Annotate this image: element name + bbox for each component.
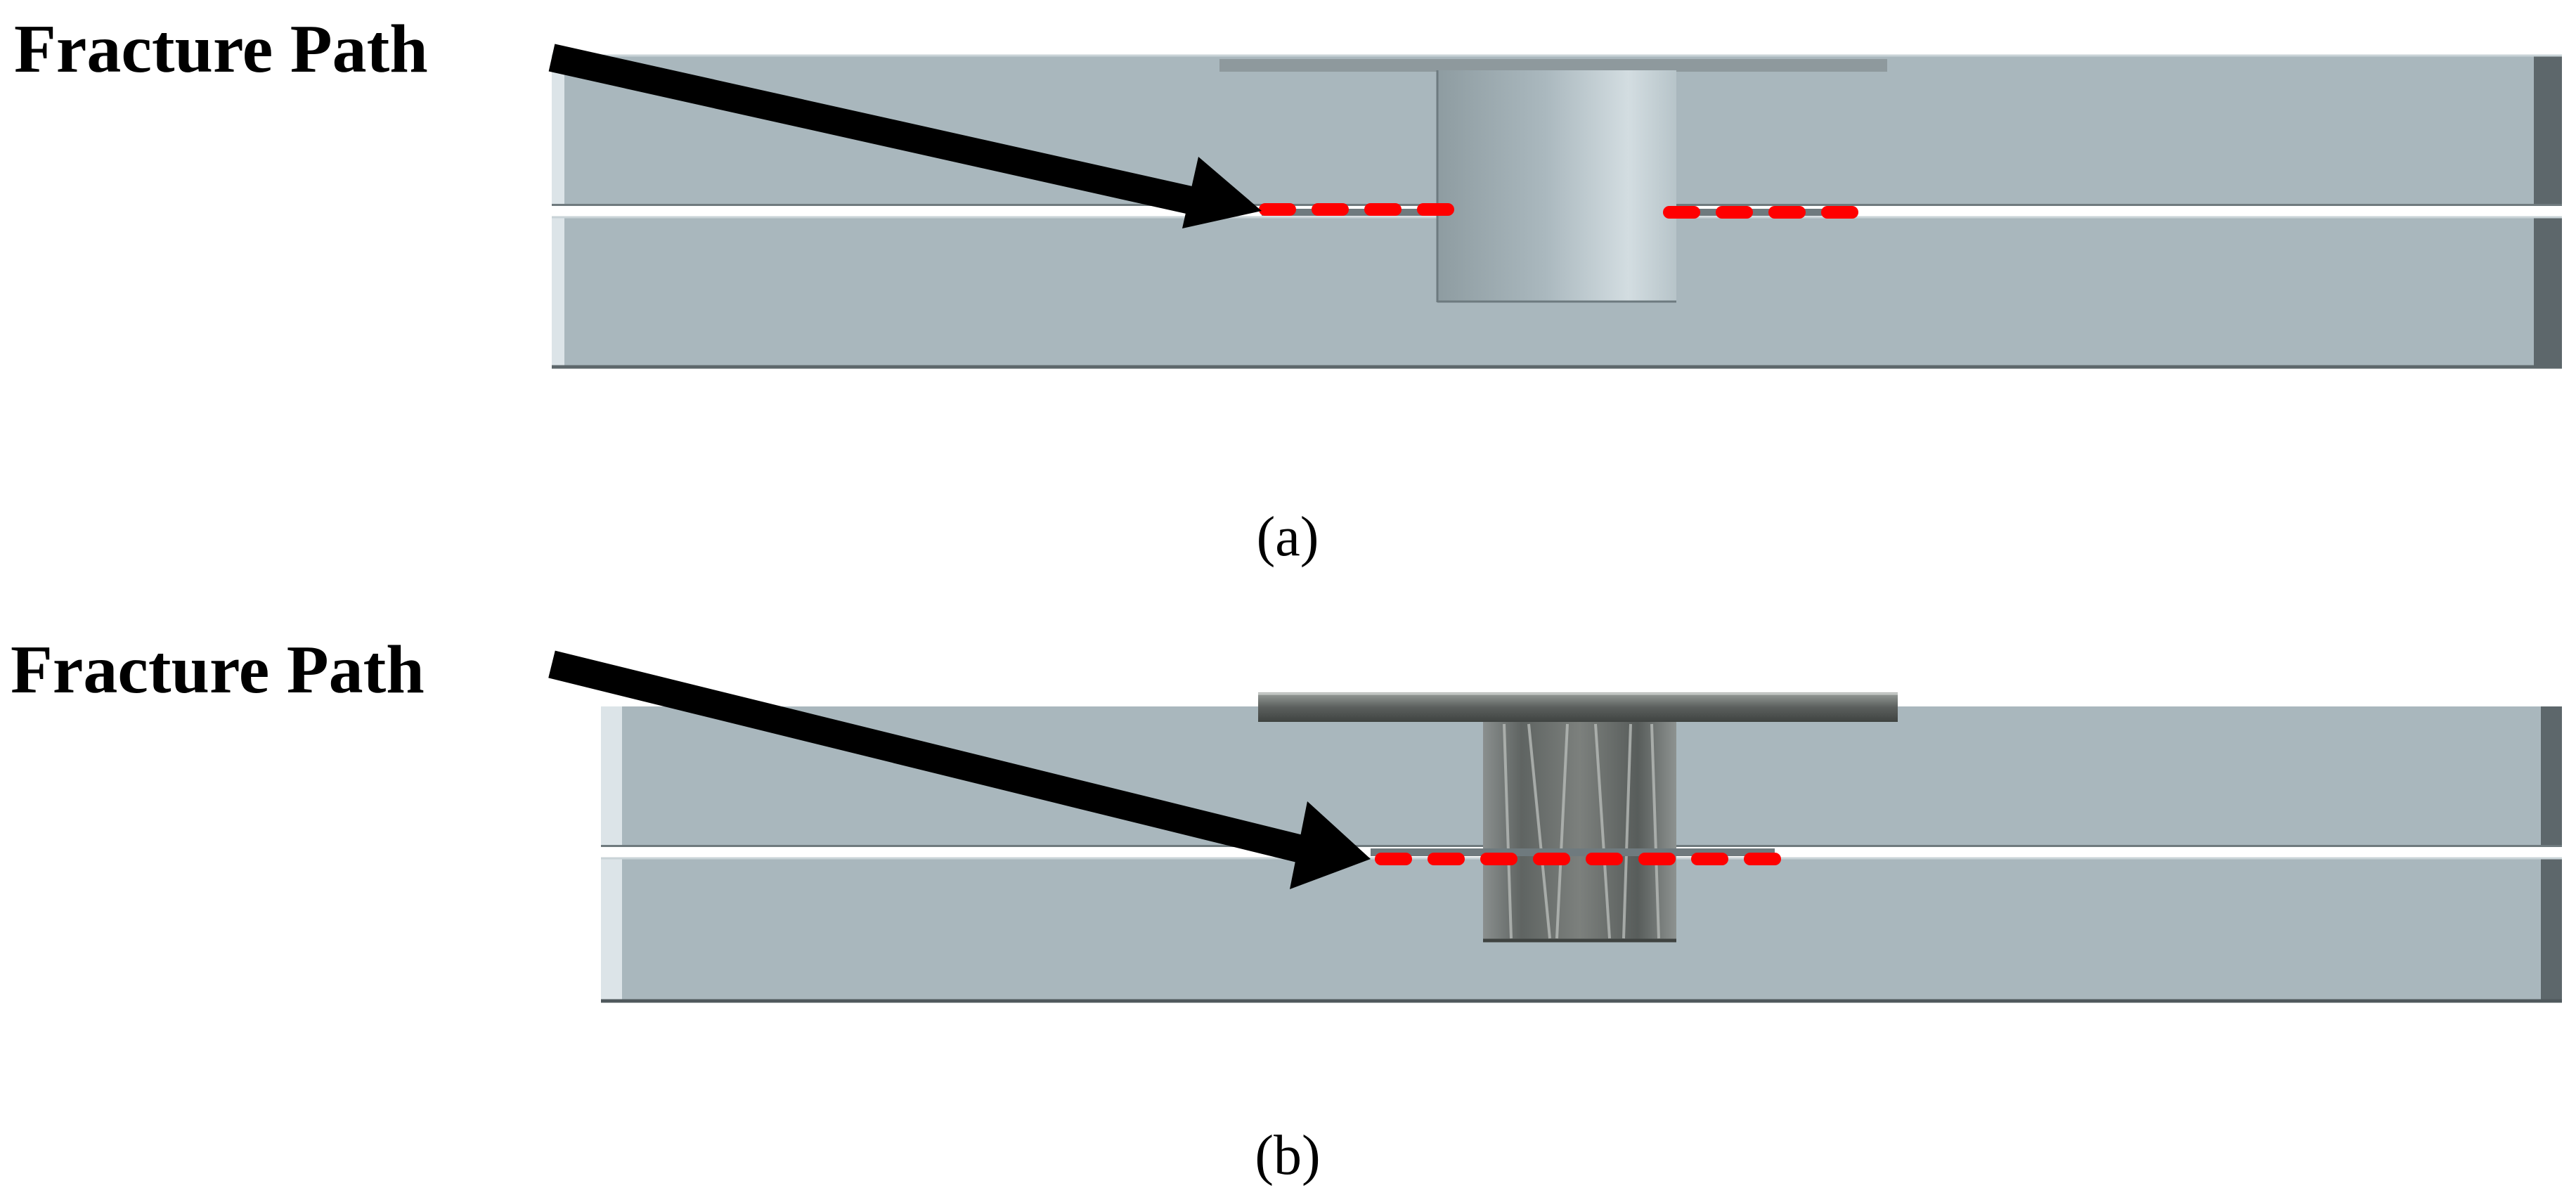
weld-nugget-a (1436, 70, 1676, 303)
fracture-path-a (1259, 203, 1858, 219)
caption-a: (a) (1257, 506, 1319, 568)
label-b: Fracture Path (11, 632, 425, 708)
arrow-b (548, 650, 1371, 889)
caption-b: (b) (1255, 1125, 1320, 1187)
label-a: Fracture Path (14, 11, 428, 87)
arrow-a (548, 44, 1262, 228)
cap-b (1258, 692, 1898, 722)
cap-a (1219, 59, 1887, 72)
weld-nugget-b (1483, 720, 1676, 943)
panel-b: Fracture Path (b) (11, 632, 2562, 1187)
panel-a: Fracture Path (a) (14, 11, 2562, 568)
